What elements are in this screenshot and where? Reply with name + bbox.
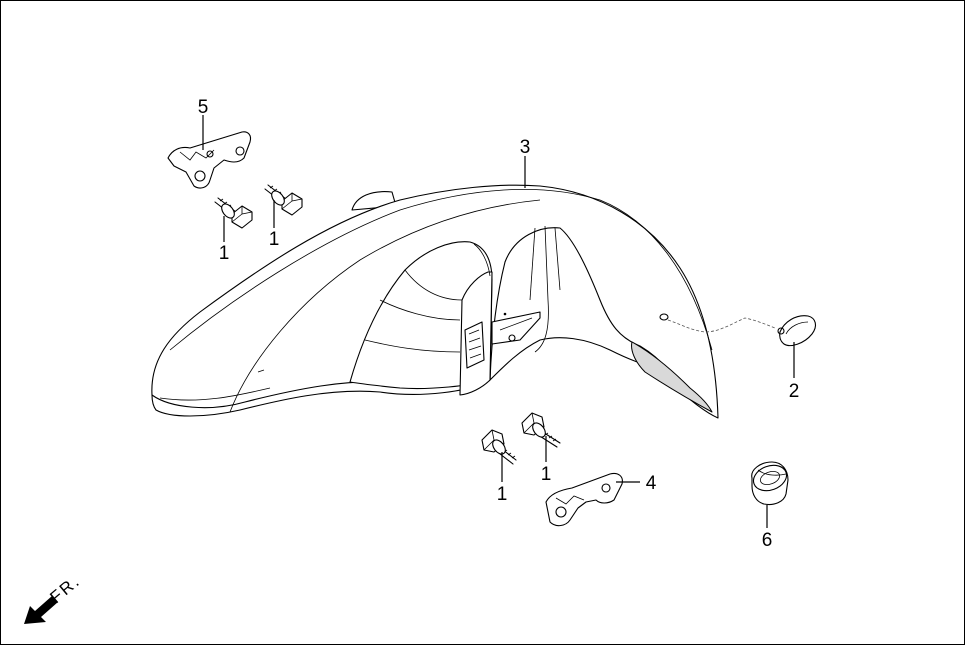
- front-direction-arrow-icon: [24, 596, 58, 624]
- leader-lines: [202, 115, 795, 528]
- bolt-part-1-c: [481, 429, 517, 465]
- clip-part-2: [667, 315, 817, 347]
- front-fender-part-3: [151, 184, 719, 419]
- callout-part-1-d: 1: [541, 464, 552, 485]
- callout-part-1-b: 1: [269, 229, 280, 250]
- callout-part-1-c: 1: [497, 484, 508, 505]
- callout-part-3: 3: [520, 137, 531, 158]
- callout-part-6: 6: [762, 530, 773, 551]
- bracket-part-5: [167, 131, 252, 189]
- bolt-part-1-a: [214, 197, 253, 229]
- callout-part-1-a: 1: [219, 243, 230, 264]
- bolt-part-1-b: [264, 184, 303, 216]
- bracket-part-4: [545, 472, 623, 527]
- callout-part-2: 2: [789, 381, 800, 402]
- callout-part-5: 5: [198, 97, 209, 118]
- bolt-part-1-d: [521, 412, 561, 448]
- callout-part-4: 4: [646, 473, 657, 494]
- plug-cap-part-6: [751, 461, 789, 506]
